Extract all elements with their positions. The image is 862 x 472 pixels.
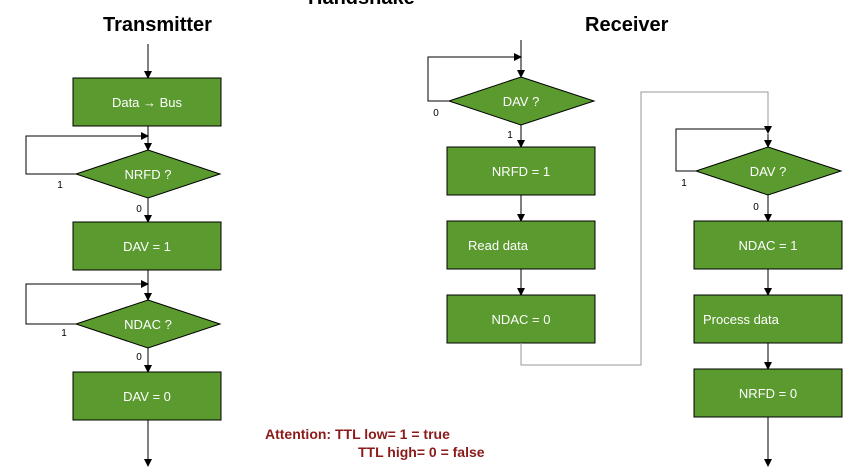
rx-right-decision-dav-label: DAV ? <box>750 164 787 179</box>
rx-right-step-ndac-1-label: NDAC = 1 <box>739 238 798 253</box>
rx-left-step-read-data <box>446 220 596 270</box>
tx-step-dav-0 <box>72 371 222 421</box>
rx-right-step-nrfd-0 <box>693 368 843 418</box>
rx-left-decision-dav-label: DAV ? <box>503 94 540 109</box>
tx-loop-nrfd <box>25 132 149 175</box>
ttl-note-line-1: Attention: TTL low= 1 = true <box>265 426 450 442</box>
rx-right-step-process-data-label: Process data <box>703 312 780 327</box>
rx-right-dav-exit-value: 0 <box>753 202 759 213</box>
tx-nrfd-exit-value: 0 <box>136 204 142 215</box>
rx-connector-to-right <box>520 91 769 366</box>
tx-nrfd-loop-value: 1 <box>57 180 63 191</box>
tx-step-data-to-bus-label: Data → Bus <box>112 95 183 110</box>
rx-left-step-ndac-0-label: NDAC = 0 <box>492 312 551 327</box>
tx-step-data-to-bus <box>72 77 222 127</box>
tx-ndac-exit-value: 0 <box>136 352 142 363</box>
rx-left-step-read-data-label: Read data <box>468 238 529 253</box>
rx-left-dav-exit-value: 1 <box>507 130 513 141</box>
rx-right-loop-dav <box>675 128 768 172</box>
rx-left-step-nrfd-1-label: NRFD = 1 <box>492 164 550 179</box>
tx-step-dav-1 <box>72 221 222 271</box>
tx-loop-ndac <box>25 280 149 325</box>
rx-right-step-nrfd-0-label: NRFD = 0 <box>739 386 797 401</box>
tx-ndac-loop-value: 1 <box>61 328 67 339</box>
tx-decision-nrfd-label: NRFD ? <box>125 167 172 182</box>
tx-decision-ndac-label: NDAC ? <box>124 317 172 332</box>
tx-step-dav-0-label: DAV = 0 <box>123 389 171 404</box>
ttl-note-line-2: TTL high= 0 = false <box>358 444 485 460</box>
rx-connector-arrowhead <box>764 126 772 134</box>
receiver-title: Receiver <box>585 14 669 36</box>
transmitter-title: Transmitter <box>103 14 212 36</box>
handshake-title-fragment: Handshake <box>308 0 415 10</box>
rx-left-dav-loop-value: 0 <box>433 108 439 119</box>
rx-right-dav-loop-value: 1 <box>681 178 687 189</box>
rx-right-step-process-data <box>693 294 843 344</box>
rx-left-loop-dav <box>427 53 522 102</box>
rx-left-step-ndac-0 <box>446 294 596 344</box>
tx-step-dav-1-label: DAV = 1 <box>123 239 171 254</box>
rx-left-step-nrfd-1 <box>446 146 596 196</box>
